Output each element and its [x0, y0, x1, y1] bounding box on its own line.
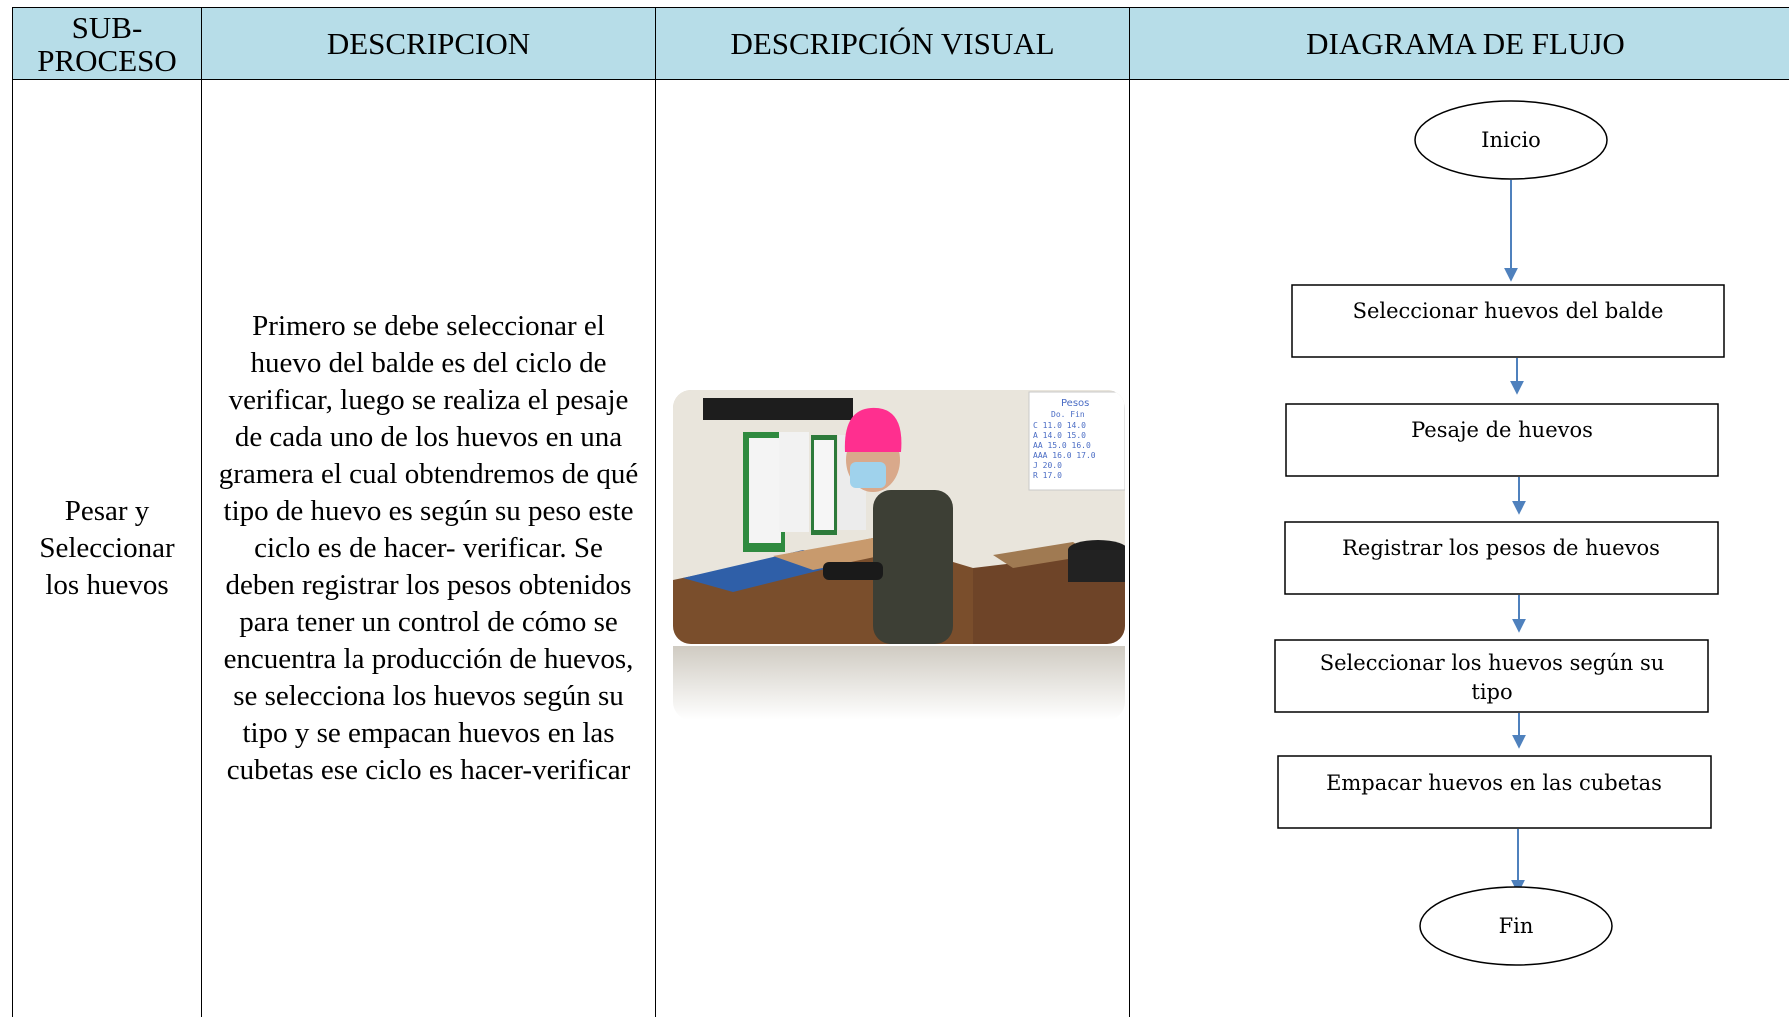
photo-worker-mask: [850, 462, 886, 488]
photo-reflection: [673, 646, 1125, 720]
cell-subproceso: Pesar y Seleccionar los huevos: [12, 80, 202, 1017]
photo-worker-uniform: [873, 490, 953, 644]
flow-step-2: [1285, 403, 1719, 477]
flow-step-3-label: Registrar los pesos de huevos: [1342, 536, 1660, 560]
header-subproceso-text: SUB- PROCESO: [37, 9, 177, 78]
whiteboard-row-5: J 20.0: [1033, 461, 1062, 470]
photo-worker-hat: [844, 407, 902, 452]
header-subproceso: SUB- PROCESO: [12, 7, 202, 80]
subproceso-name: Pesar y Seleccionar los huevos: [39, 495, 175, 601]
flow-end-label: Fin: [1499, 914, 1534, 938]
cell-descripcion-visual: Pesos Do. Fin C 11.0 14.0 A 14.0 15.0 AA…: [655, 80, 1130, 1017]
process-photo: Pesos Do. Fin C 11.0 14.0 A 14.0 15.0 AA…: [673, 390, 1125, 720]
flow-step-4-label-line2: tipo: [1471, 680, 1512, 704]
flow-end-terminator: [1419, 886, 1613, 966]
flow-step-4: [1274, 639, 1709, 713]
whiteboard-title: Pesos: [1061, 398, 1089, 409]
photo-worker-gloves: [823, 562, 883, 580]
flow-step-1: [1291, 284, 1725, 358]
whiteboard-row-0: Do. Fin: [1051, 410, 1085, 419]
photo-shelf: [703, 398, 853, 420]
flow-step-5-label: Empacar huevos en las cubetas: [1326, 771, 1662, 795]
flow-start-label: Inicio: [1481, 128, 1541, 152]
cell-diagrama: Inicio Seleccionar huevos del balde Pesa…: [1129, 80, 1789, 1017]
process-table: SUB- PROCESO DESCRIPCION DESCRIPCIÓN VIS…: [12, 7, 1789, 1017]
whiteboard-row-4: AAA 16.0 17.0: [1033, 451, 1096, 460]
photo-clipboard-2: [779, 432, 809, 532]
descripcion-text: Primero se debe seleccionar el huevo del…: [218, 310, 639, 786]
flow-step-1-label: Seleccionar huevos del balde: [1353, 299, 1664, 323]
header-descripcion-visual-text: DESCRIPCIÓN VISUAL: [730, 26, 1055, 61]
whiteboard-row-3: AA 15.0 16.0: [1033, 441, 1091, 450]
flow-start-terminator: [1414, 100, 1608, 180]
header-descripcion-visual: DESCRIPCIÓN VISUAL: [655, 7, 1130, 80]
photo-worker-weighing-eggs: Pesos Do. Fin C 11.0 14.0 A 14.0 15.0 AA…: [673, 390, 1125, 644]
flowchart: Inicio Seleccionar huevos del balde Pesa…: [1274, 100, 1725, 966]
header-descripcion-text: DESCRIPCION: [326, 26, 531, 61]
header-diagrama-text: DIAGRAMA DE FLUJO: [1306, 26, 1625, 61]
cell-descripcion: Primero se debe seleccionar el huevo del…: [201, 80, 656, 1017]
whiteboard-row-6: R 17.0: [1033, 471, 1062, 480]
header-diagrama: DIAGRAMA DE FLUJO: [1129, 7, 1789, 80]
whiteboard-row-2: A 14.0 15.0: [1033, 431, 1086, 440]
flow-step-5: [1277, 755, 1712, 829]
flow-step-2-label: Pesaje de huevos: [1411, 418, 1593, 442]
whiteboard-row-1: C 11.0 14.0: [1033, 421, 1086, 430]
flow-step-3: [1284, 521, 1719, 595]
header-descripcion: DESCRIPCION: [201, 7, 656, 80]
photo-whiteboard: [1028, 391, 1125, 491]
flow-step-4-label-line1: Seleccionar los huevos según su: [1320, 651, 1665, 675]
